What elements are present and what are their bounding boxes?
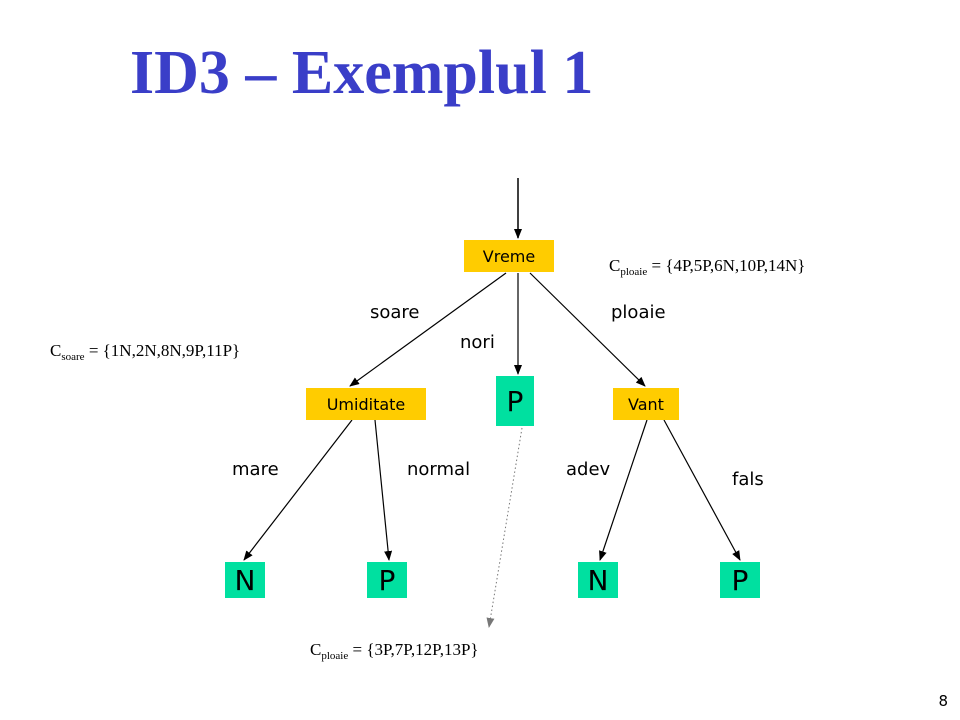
node-umiditate: Umiditate: [306, 388, 426, 420]
node-vant: Vant: [613, 388, 679, 420]
edge-soare: [349, 272, 507, 387]
set-ploaie-bottom: Cploaie = {3P,7P,12P,13P}: [310, 640, 479, 662]
edge-label-adev: adev: [566, 459, 611, 480]
page-number: 8: [938, 692, 948, 710]
edge-fals: [663, 419, 741, 561]
edge-normal: [374, 419, 393, 561]
edge-adev: [599, 419, 648, 561]
leaf-p-right: P: [720, 562, 760, 598]
node-vreme: Vreme: [464, 240, 554, 272]
leaf-n-right: N: [578, 562, 618, 598]
edge-ploaie: [529, 272, 646, 387]
edge-label-fals: fals: [732, 469, 764, 490]
slide-title: ID3 – Exemplul 1: [130, 39, 594, 107]
dotted-pointer: [486, 427, 523, 628]
leaf-n-left: N: [225, 562, 265, 598]
edge-label-ploaie: ploaie: [611, 302, 666, 323]
edge-label-soare: soare: [370, 302, 420, 323]
edge-label-mare: mare: [232, 459, 279, 480]
leaf-p-left: P: [367, 562, 407, 598]
set-soare: Csoare = {1N,2N,8N,9P,11P}: [50, 341, 241, 363]
leaf-p-center: P: [496, 376, 534, 426]
edge-label-normal: normal: [407, 459, 471, 480]
edge-mare: [243, 419, 353, 561]
set-ploaie-top: Cploaie = {4P,5P,6N,10P,14N}: [609, 256, 806, 278]
edge-label-nori: nori: [460, 332, 495, 353]
